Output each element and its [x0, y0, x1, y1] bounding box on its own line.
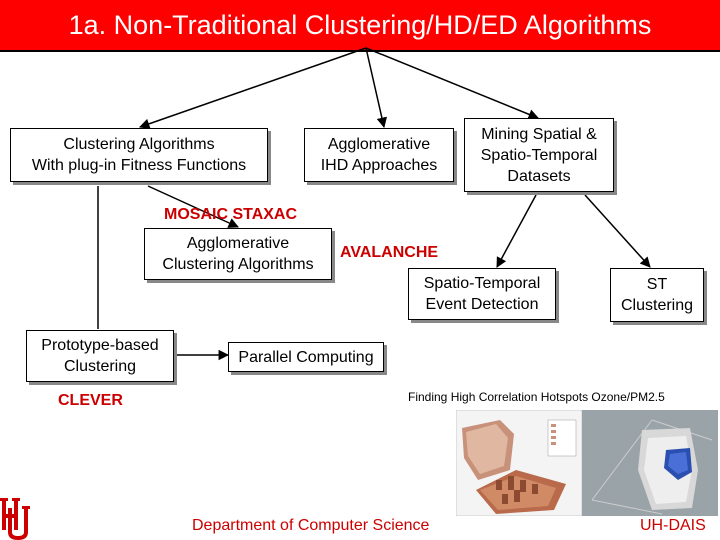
box-line: Clustering — [63, 358, 137, 375]
arrow-title-to-mining — [365, 47, 539, 120]
box-line: ST — [646, 276, 668, 293]
box-line: Event Detection — [425, 296, 539, 313]
box-agglomerative-ihd: Agglomerative IHD Approaches — [304, 128, 454, 182]
footer-department: Department of Computer Science — [192, 517, 430, 534]
box-line: Clustering Algorithms — [63, 136, 215, 153]
label-hotspots: Finding High Correlation Hotspots Ozone/… — [408, 390, 665, 404]
arrow-mining-to-st — [584, 194, 651, 268]
box-line: With plug-in Fitness Functions — [31, 157, 247, 174]
box-st-clustering: ST Clustering — [610, 268, 704, 322]
title-bar: 1a. Non-Traditional Clustering/HD/ED Alg… — [0, 0, 720, 52]
arrow-mining-to-spatiotemporal — [496, 194, 537, 268]
box-line: Mining Spatial & — [481, 125, 597, 143]
uh-logo-icon — [0, 498, 30, 540]
box-line: Clustering Algorithms — [162, 256, 314, 273]
box-line: Agglomerative — [327, 136, 431, 153]
box-mining-spatial: Mining Spatial & Spatio-Temporal Dataset… — [464, 118, 614, 192]
arrow-title-to-clustering — [139, 47, 367, 129]
box-prototype-clustering: Prototype-based Clustering — [26, 330, 174, 382]
box-clustering-algorithms: Clustering Algorithms With plug-in Fitne… — [10, 128, 268, 182]
label-mosaic-staxac: MOSAIC STAXAC — [164, 206, 298, 223]
arrow-title-to-ihd — [365, 47, 388, 129]
label-clever: CLEVER — [58, 392, 123, 409]
box-line: Parallel Computing — [238, 348, 374, 366]
box-line: Clustering — [620, 297, 694, 314]
box-spatio-temporal-event: Spatio-Temporal Event Detection — [408, 268, 556, 320]
map-thumbnail-icon — [456, 410, 582, 516]
point-cloud-thumbnail-icon — [582, 410, 718, 516]
box-line: Prototype-based — [41, 337, 159, 354]
footer-lab: UH-DAIS — [640, 517, 706, 534]
box-line: Spatio-Temporal — [480, 146, 598, 164]
box-agglomerative-clustering: Agglomerative Clustering Algorithms — [144, 228, 332, 280]
box-line: Agglomerative — [186, 235, 290, 252]
arrow-clustering-to-agglom — [147, 185, 239, 228]
box-parallel-computing: Parallel Computing — [228, 342, 384, 372]
page-title: 1a. Non-Traditional Clustering/HD/ED Alg… — [68, 9, 652, 40]
label-avalanche: AVALANCHE — [340, 244, 439, 261]
box-line: IHD Approaches — [320, 157, 438, 174]
box-line: Spatio-Temporal — [423, 275, 541, 292]
box-line: Datasets — [507, 167, 571, 185]
